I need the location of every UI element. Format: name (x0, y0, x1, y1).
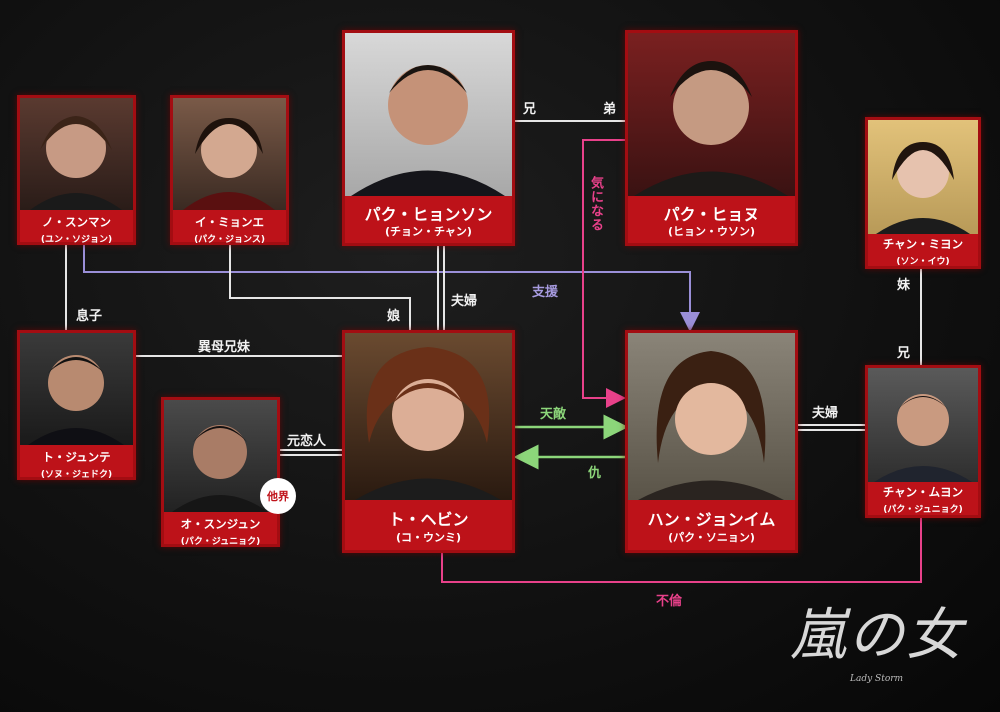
portrait-photo (20, 98, 133, 210)
actor-name: (ユン・ソジョン) (40, 235, 113, 245)
label-daughter: 娘 (387, 309, 401, 324)
card-park-hyeonson: パク・ヒョンソン (チョン・チャン) (342, 30, 515, 246)
actor-name: (コ・ウンミ) (395, 531, 462, 544)
actor-name: (パク・ジョンス) (194, 235, 265, 245)
label-sister: 妹 (897, 278, 911, 293)
label-ex-lover: 元恋人 (287, 434, 327, 449)
character-name: チャン・ムヨン (882, 485, 964, 499)
portrait-photo (628, 33, 795, 196)
portrait-photo (345, 33, 512, 196)
show-logo: 嵐の女 Lady Storm (790, 600, 980, 700)
deceased-badge: 他界 (260, 478, 296, 514)
label-kininaru: 気になる (588, 176, 603, 232)
label-son: 息子 (76, 309, 103, 324)
actor-name: (チョン・チャン) (385, 225, 472, 238)
card-do-hebin: ト・ヘビン (コ・ウンミ) (342, 330, 515, 553)
portrait-photo (868, 368, 978, 482)
portrait-photo (173, 98, 286, 210)
label-half-siblings: 異母兄妹 (198, 340, 251, 355)
logo-title: 嵐の女 (790, 603, 964, 668)
character-name: チャン・ミヨン (882, 237, 964, 251)
line-daughter (229, 244, 411, 330)
label-support: 支援 (532, 285, 559, 300)
portrait-photo (164, 400, 277, 512)
card-chang-miyon: チャン・ミヨン (ソン・イウ) (865, 117, 981, 269)
portrait-photo (868, 120, 978, 234)
card-chang-muyon: チャン・ムヨン (パク・ジュニョク) (865, 365, 981, 518)
actor-name: (ヒョン・ウソン) (667, 225, 756, 238)
card-oh-sunjun: オ・スンジュン (パク・ジュニョク) (161, 397, 280, 547)
portrait-photo (20, 333, 133, 445)
character-name: ト・ジュンテ (42, 450, 111, 464)
label-couple-right: 夫婦 (812, 406, 839, 421)
portrait-photo (345, 333, 512, 500)
card-park-hyonu: パク・ヒョヌ (ヒョン・ウソン) (625, 30, 798, 246)
card-do-junte: ト・ジュンテ (ソヌ・ジェドク) (17, 330, 136, 480)
actor-name: (ソヌ・ジェドク) (40, 470, 113, 480)
label-nemesis: 天敵 (540, 407, 567, 422)
card-han-jonim: ハン・ジョンイム (パク・ソニョン) (625, 330, 798, 553)
card-lee-myeonge: イ・ミョンエ (パク・ジョンス) (170, 95, 289, 245)
line-affair (441, 518, 922, 583)
character-name: ノ・スンマン (42, 215, 111, 229)
label-couple-top: 夫婦 (451, 294, 478, 309)
label-brother: 兄 (897, 346, 911, 361)
card-no-sunman: ノ・スンマン (ユン・ソジョン) (17, 95, 136, 245)
actor-name: (ソン・イウ) (896, 257, 950, 267)
label-revenge: 仇 (588, 466, 602, 481)
line-kininaru (582, 139, 627, 408)
character-name: パク・ヒョンソン (364, 205, 493, 224)
character-name: ハン・ジョンイム (647, 510, 776, 529)
line-support (83, 244, 700, 332)
character-name: イ・ミョンエ (195, 215, 264, 229)
actor-name: (パク・ジュニョク) (180, 537, 261, 547)
actor-name: (パク・ジュニョク) (883, 505, 963, 515)
label-brother-younger: 弟 (603, 102, 617, 117)
actor-name: (パク・ソニョン) (668, 531, 755, 544)
logo-subtitle: Lady Storm (850, 674, 904, 684)
label-affair: 不倫 (656, 594, 683, 609)
portrait-photo (628, 333, 795, 500)
label-brother-older: 兄 (523, 102, 537, 117)
character-name: パク・ヒョヌ (663, 205, 760, 224)
character-name: ト・ヘビン (388, 510, 469, 529)
character-name: オ・スンジュン (180, 517, 261, 531)
